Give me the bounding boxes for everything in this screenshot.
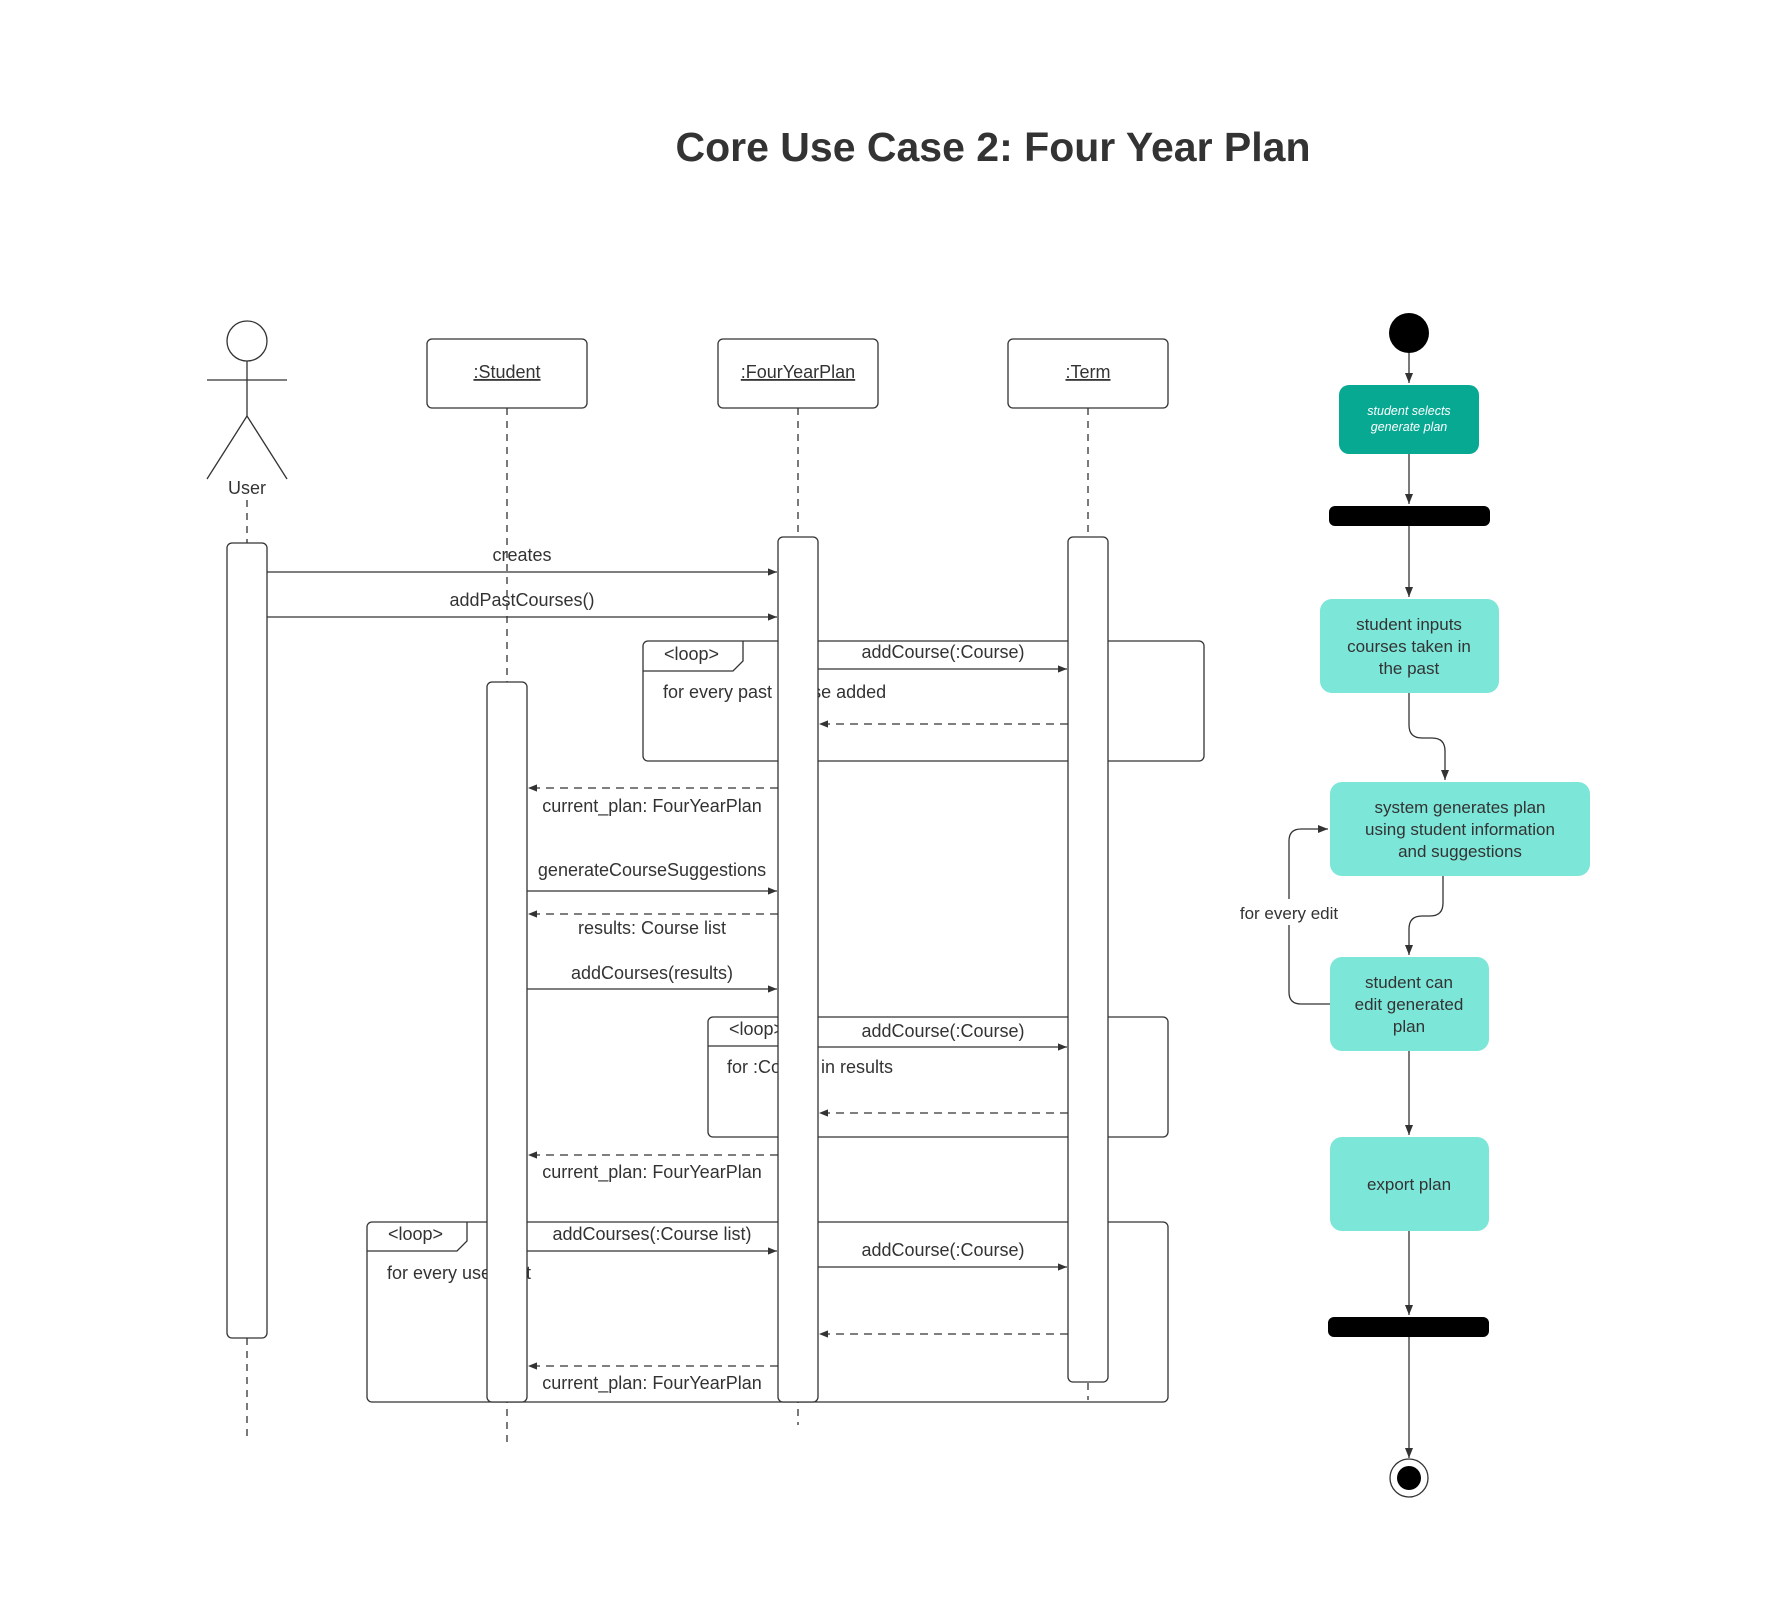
- action-export-plan: export plan: [1330, 1137, 1489, 1231]
- svg-text:current_plan: FourYearPlan: current_plan: FourYearPlan: [542, 796, 761, 817]
- return-current-plan-1: current_plan: FourYearPlan: [528, 784, 778, 817]
- message-add-courses-results: addCourses(results): [527, 963, 777, 993]
- action-student-selects-generate-plan: student selects generate plan: [1339, 385, 1479, 454]
- action-student-inputs-courses: student inputs courses taken in the past: [1320, 599, 1499, 693]
- message-add-courses-course-list: addCourses(:Course list): [527, 1224, 777, 1255]
- message-generate-course-suggestions: generateCourseSuggestions: [527, 860, 777, 895]
- svg-text:current_plan: FourYearPlan: current_plan: FourYearPlan: [542, 1373, 761, 1394]
- svg-text:edit generated: edit generated: [1355, 995, 1464, 1014]
- svg-text:system generates plan: system generates plan: [1374, 798, 1545, 817]
- actor-leg-right: [246, 415, 288, 480]
- svg-text:student selects: student selects: [1367, 404, 1450, 418]
- actor-leg-left: [206, 415, 248, 480]
- loop-frame-1-tag: <loop>: [664, 644, 719, 664]
- activity-final-node: [1389, 1458, 1429, 1498]
- return-current-plan-2: current_plan: FourYearPlan: [528, 1151, 778, 1183]
- activation-student: [486, 681, 528, 1403]
- svg-text:addCourse(:Course): addCourse(:Course): [861, 1240, 1024, 1260]
- page-title: Core Use Case 2: Four Year Plan: [675, 124, 1310, 170]
- return-current-plan-3: current_plan: FourYearPlan: [528, 1362, 778, 1394]
- object-student-label: :Student: [473, 362, 540, 382]
- message-add-course-2: addCourse(:Course): [818, 1021, 1067, 1051]
- svg-text:the past: the past: [1379, 659, 1440, 678]
- message-creates: creates: [267, 545, 777, 576]
- svg-text:results: Course list: results: Course list: [578, 918, 726, 938]
- svg-text:creates: creates: [492, 545, 551, 565]
- svg-text:generateCourseSuggestions: generateCourseSuggestions: [538, 860, 766, 880]
- object-student: :Student: [426, 338, 588, 409]
- svg-text:addPastCourses(): addPastCourses(): [449, 590, 594, 610]
- message-add-past-courses: addPastCourses(): [267, 590, 777, 621]
- object-term: :Term: [1007, 338, 1169, 409]
- loop-frame-1: <loop> for every past course added: [642, 640, 1205, 762]
- svg-text:student can: student can: [1365, 973, 1453, 992]
- flow-inputs-to-generates: [1408, 693, 1449, 780]
- loop-frame-3-tag: <loop>: [388, 1224, 443, 1244]
- svg-text:addCourse(:Course): addCourse(:Course): [861, 642, 1024, 662]
- actor-head: [226, 320, 268, 362]
- loop-label-bg: [1236, 899, 1342, 925]
- svg-text:and suggestions: and suggestions: [1398, 842, 1522, 861]
- svg-text:using student information: using student information: [1365, 820, 1555, 839]
- object-fouryearplan-label: :FourYearPlan: [741, 362, 855, 382]
- loop-frame-2-tag: <loop>: [729, 1019, 784, 1039]
- svg-text:plan: plan: [1393, 1017, 1425, 1036]
- activation-user: [226, 542, 268, 1339]
- actor-user: User: [206, 320, 288, 498]
- loop-label-for-every-edit: for every edit: [1240, 904, 1339, 923]
- return-results: results: Course list: [528, 910, 778, 938]
- svg-text:addCourse(:Course): addCourse(:Course): [861, 1021, 1024, 1041]
- svg-text:addCourses(results): addCourses(results): [571, 963, 733, 983]
- action-system-generates-plan: system generates plan using student info…: [1330, 782, 1590, 876]
- svg-text:addCourses(:Course list): addCourses(:Course list): [552, 1224, 751, 1244]
- loop-frame-1-guard: for every past course added: [663, 682, 886, 702]
- action-student-can-edit-plan: student can edit generated plan: [1330, 957, 1489, 1051]
- svg-text:generate plan: generate plan: [1371, 420, 1448, 434]
- activity-initial-node: [1389, 313, 1429, 353]
- flow-generates-to-edit: [1405, 876, 1444, 955]
- svg-text:courses taken in: courses taken in: [1347, 637, 1471, 656]
- activation-term: [1067, 536, 1109, 1383]
- message-add-course-1: addCourse(:Course): [818, 642, 1067, 673]
- fork-bar: [1329, 506, 1490, 526]
- join-bar: [1328, 1317, 1489, 1337]
- object-fouryearplan: :FourYearPlan: [717, 338, 879, 409]
- svg-text:student inputs: student inputs: [1356, 615, 1462, 634]
- actor-label: User: [228, 478, 266, 498]
- message-add-course-3: addCourse(:Course): [818, 1240, 1067, 1271]
- object-term-label: :Term: [1066, 362, 1111, 382]
- svg-text:current_plan: FourYearPlan: current_plan: FourYearPlan: [542, 1162, 761, 1183]
- activation-fouryearplan: [777, 536, 819, 1403]
- svg-text:export plan: export plan: [1367, 1175, 1451, 1194]
